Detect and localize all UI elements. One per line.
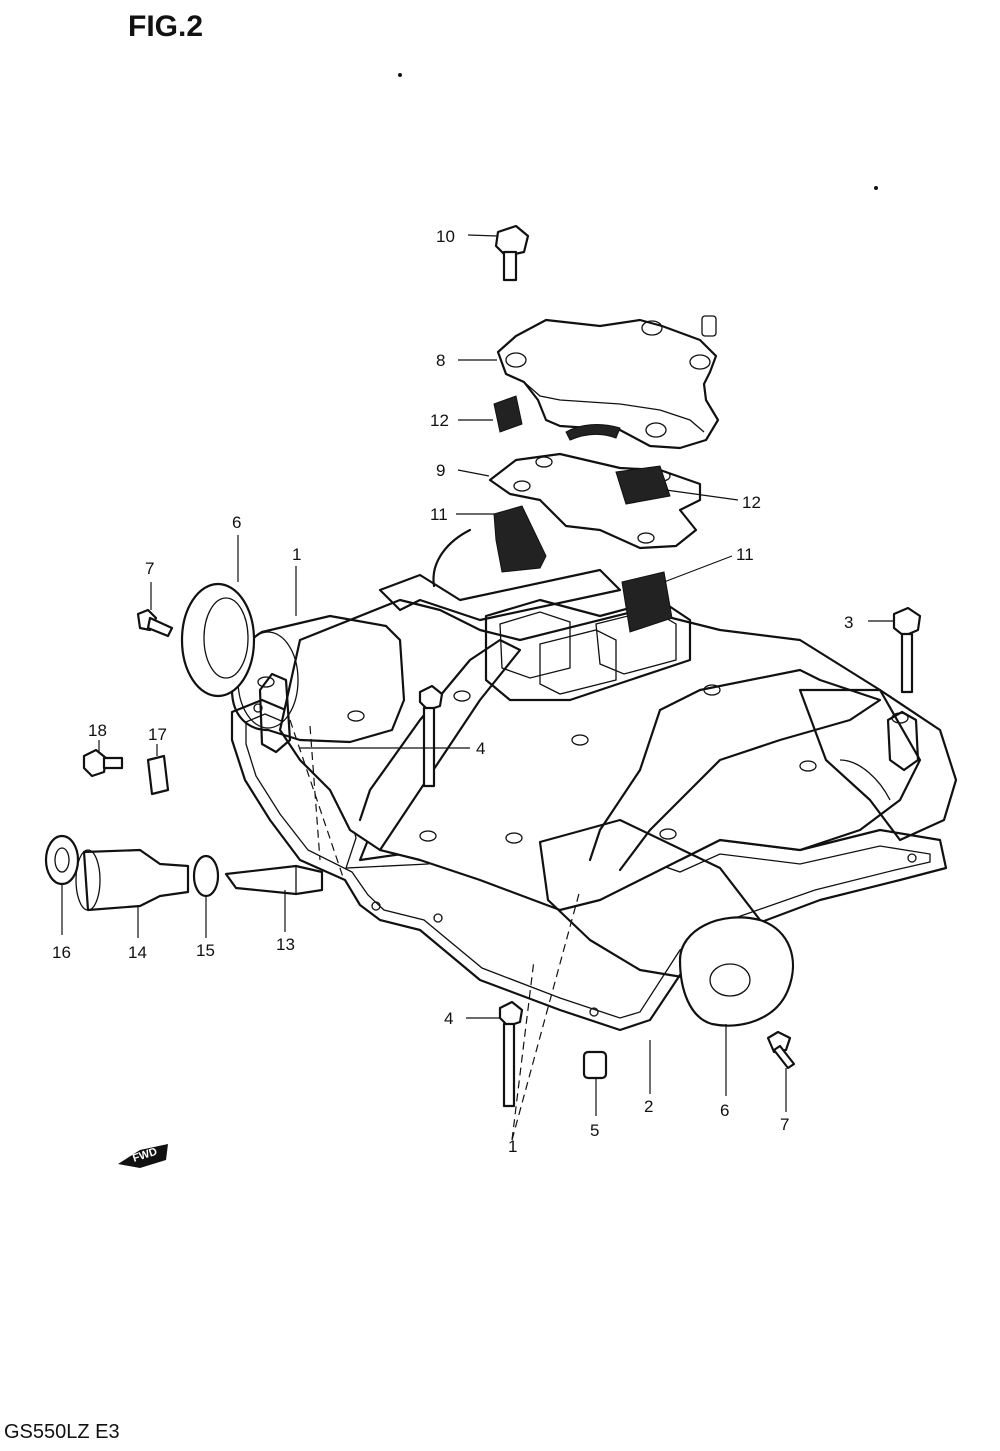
speck	[874, 186, 878, 190]
screw-7-right	[766, 1030, 796, 1070]
callout-12-upper: 12	[430, 411, 449, 430]
callouts: 10 8 12 9 12 11 11 6 1 7 3 4 18 17 16 14…	[52, 227, 853, 1156]
sensor-13	[224, 864, 324, 896]
callout-6-right: 6	[720, 1101, 729, 1120]
oil-pan	[230, 528, 958, 982]
foam-seal-11-right	[621, 571, 673, 633]
callout-18: 18	[88, 721, 107, 740]
leader-lines	[61, 234, 893, 1141]
callout-3: 3	[844, 613, 853, 632]
callout-6-left: 6	[232, 513, 241, 532]
callout-5: 5	[590, 1121, 599, 1140]
fwd-arrow-icon: FWD	[118, 1144, 168, 1168]
callout-11-left: 11	[430, 505, 448, 524]
callout-1-lower: 1	[508, 1137, 517, 1156]
bolt-18	[82, 748, 124, 778]
callout-16: 16	[52, 943, 71, 962]
o-ring-15	[192, 854, 220, 898]
bolt-3	[892, 606, 922, 694]
callout-13: 13	[276, 935, 295, 954]
figure-title: FIG.2	[128, 10, 203, 43]
callout-8: 8	[436, 351, 445, 370]
sleeve-14	[75, 848, 190, 912]
callout-12-right: 12	[742, 493, 761, 512]
callout-7-left: 7	[145, 559, 154, 578]
oil-filter-6	[678, 916, 795, 1027]
callout-1-upper: 1	[292, 545, 301, 564]
screw-7-left	[136, 608, 174, 638]
callout-7-right: 7	[780, 1115, 789, 1134]
foam-seal-11-left	[493, 505, 547, 573]
callout-4-upper: 4	[476, 739, 485, 758]
cover-plate	[496, 315, 720, 450]
dowel-5	[582, 1050, 608, 1080]
callout-17: 17	[148, 725, 167, 744]
callout-15: 15	[196, 941, 215, 960]
callout-14: 14	[128, 943, 147, 962]
callout-11-right: 11	[736, 545, 754, 564]
bolt-4-upper	[418, 684, 444, 788]
bolt-4-lower	[498, 1000, 524, 1108]
callout-9: 9	[436, 461, 445, 480]
bolt-10	[494, 224, 530, 282]
model-code: GS550LZ E3	[4, 1421, 120, 1443]
callout-10: 10	[436, 227, 455, 246]
callout-2: 2	[644, 1097, 653, 1116]
speck	[398, 73, 402, 77]
ring-6-left	[180, 582, 256, 698]
washer-16	[44, 834, 80, 886]
foam-seal-12-upper	[493, 395, 523, 433]
callout-4-lower: 4	[444, 1009, 453, 1028]
clip-17	[146, 754, 170, 796]
foam-seal-12-right	[615, 465, 671, 505]
